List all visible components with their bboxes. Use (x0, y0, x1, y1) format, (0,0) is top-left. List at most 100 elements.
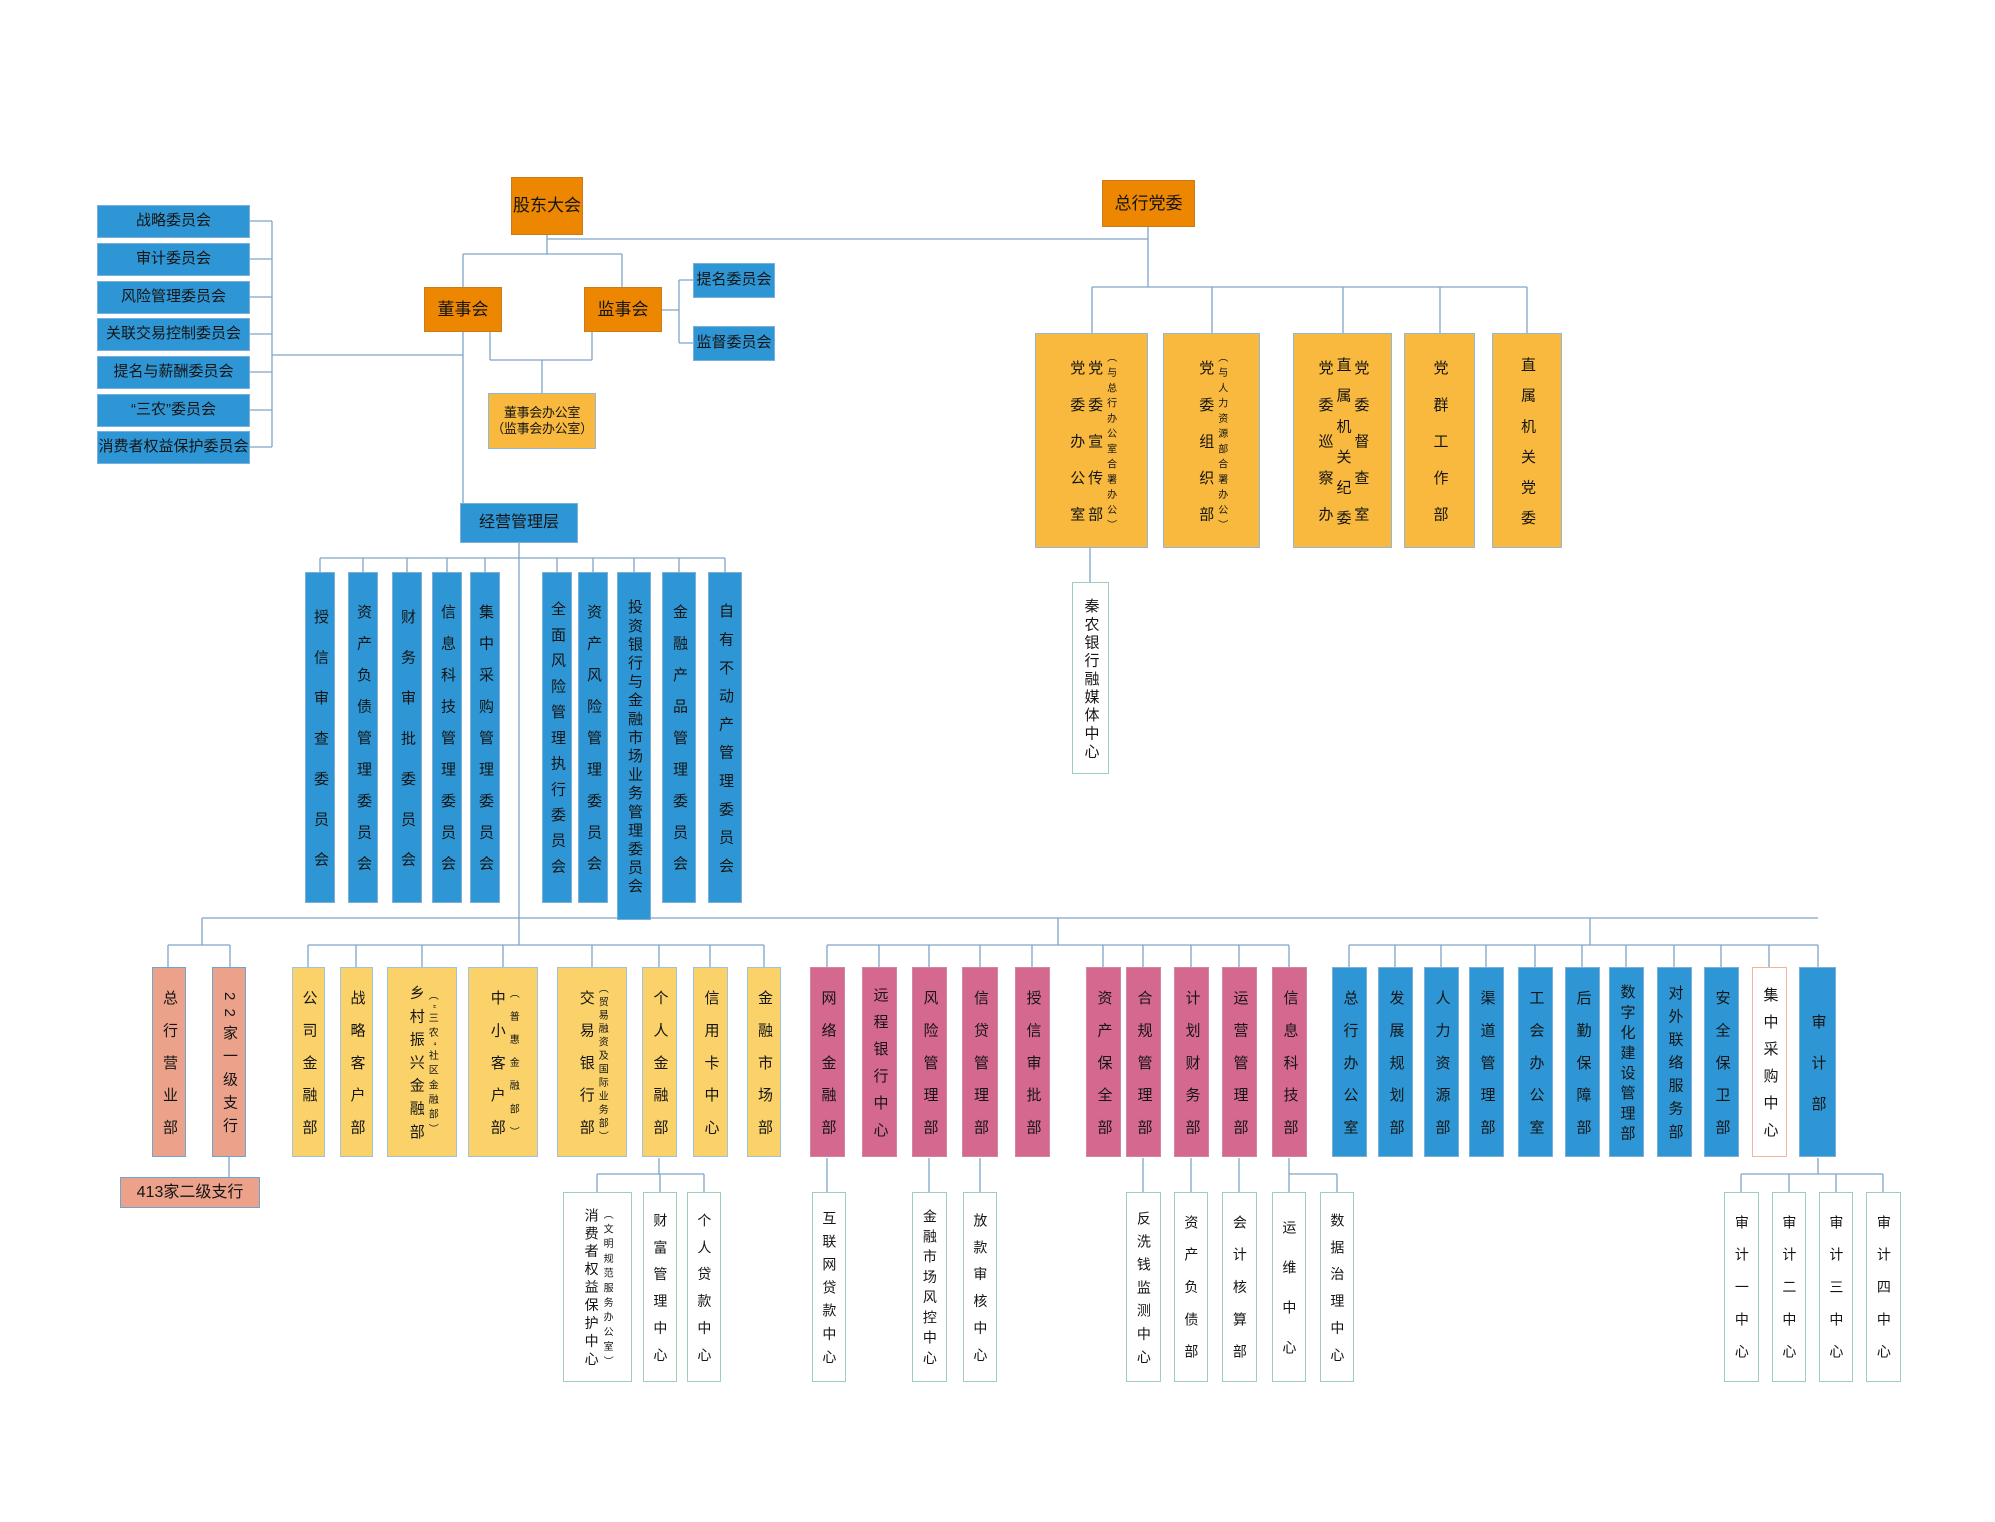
nomination-label: 提名委员会 (696, 271, 772, 289)
mc3: 财务审批委员会 (392, 572, 422, 903)
media-center-label: 秦农银行融媒体中心 (1082, 597, 1100, 762)
board-office-label: 董事会办公室 (503, 404, 581, 420)
management-label: 经营管理层 (478, 514, 559, 531)
credit-card: 信用卡中心 (693, 967, 728, 1157)
strategy-cmt: 战略委员会 (97, 205, 250, 238)
alm-dept-label: 资产负债部 (1183, 1215, 1200, 1377)
logistics: 后勤保障部 (1565, 967, 1600, 1157)
remote-banking: 远程银行中心 (862, 967, 897, 1157)
audit-center-1-label: 审计一中心 (1733, 1215, 1750, 1377)
mc6: 全面风险管理执行委员会 (542, 572, 572, 903)
consumer-cmt-label: 消费者权益保护委员会 (98, 438, 249, 456)
transaction-bank: （贸易融资及国际业务部）交易银行部 (557, 967, 627, 1157)
operations-label: 运营管理部 (1231, 989, 1249, 1152)
party-committee: 总行党委 (1102, 180, 1195, 227)
data-governance-center-label: 数据治理中心 (1329, 1212, 1346, 1375)
p4: 党群工作部 (1404, 333, 1475, 548)
board-office: 董事会办公室（监事会办公室） (488, 393, 596, 449)
p1-label-0: （与总行办公室合署办公） (1104, 351, 1116, 535)
mc7-label: 资产风险管理委员会 (584, 604, 602, 888)
audit-center-3: 审计三中心 (1819, 1192, 1853, 1382)
external-liaison: 对外联络服务部 (1657, 967, 1692, 1157)
aml-center: 反洗钱监测中心 (1126, 1192, 1161, 1382)
personal-finance: 个人金融部 (642, 967, 677, 1157)
supervisory-label: 监事会 (597, 299, 649, 319)
strategy-cmt-label: 战略委员会 (135, 212, 211, 230)
transaction-bank-label-1: 交易银行部 (577, 989, 595, 1152)
audit-dept: 审计部 (1799, 967, 1836, 1157)
financial-markets-label: 金融市场部 (755, 989, 773, 1152)
audit-dept-label: 审计部 (1809, 1013, 1827, 1137)
union-office-label: 工会办公室 (1527, 989, 1545, 1152)
financial-markets: 金融市场部 (747, 967, 781, 1157)
oversight: 监督委员会 (693, 326, 775, 361)
security-label: 安全保卫部 (1713, 989, 1731, 1152)
p1: （与总行办公室合署办公）党委宣传部党委办公室 (1035, 333, 1148, 548)
asset-preservation: 资产保全部 (1086, 967, 1121, 1157)
asset-preservation-label: 资产保全部 (1095, 989, 1113, 1152)
mc3-label: 财务审批委员会 (398, 608, 416, 892)
credit-mgmt: 信贷管理部 (962, 967, 998, 1157)
party-committee-label: 总行党委 (1114, 193, 1183, 213)
branches-l2: 413家二级支行 (120, 1177, 260, 1208)
shareholders: 股东大会 (511, 177, 583, 235)
branches-l2-label: 413家二级支行 (136, 1183, 244, 1201)
p3-label-2: 党委巡察办 (1316, 359, 1334, 543)
personal-finance-label: 个人金融部 (651, 989, 669, 1152)
external-liaison-label: 对外联络服务部 (1666, 985, 1684, 1147)
development-planning-label: 发展规划部 (1387, 989, 1405, 1152)
mc4-label: 信息科技管理委员会 (438, 604, 456, 888)
strategic-clients-label: 战略客户部 (348, 989, 366, 1152)
it-dept-label: 信息科技部 (1281, 989, 1299, 1152)
mc1: 授信审查委员会 (305, 572, 335, 903)
risk-mgmt: 风险管理部 (912, 967, 947, 1157)
p1-label-2: 党委办公室 (1068, 359, 1086, 543)
p3-label-1: 直属机关纪委 (1334, 356, 1352, 540)
wealth-center: 财富管理中心 (643, 1192, 677, 1382)
nompay-cmt-label: 提名与薪酬委员会 (113, 363, 234, 381)
channel-mgmt: 渠道管理部 (1469, 967, 1504, 1157)
wealth-center-label: 财富管理中心 (652, 1212, 669, 1375)
logistics-label: 后勤保障部 (1574, 989, 1592, 1152)
media-center: 秦农银行融媒体中心 (1072, 582, 1109, 774)
fm-risk-center: 金融市场风控中心 (912, 1192, 947, 1382)
credit-approval: 授信审批部 (1015, 967, 1050, 1157)
mc9: 金融产品管理委员会 (662, 572, 696, 903)
data-governance-center: 数据治理中心 (1320, 1192, 1354, 1382)
accounting-dept: 会计核算部 (1222, 1192, 1257, 1382)
sannong-cmt-label: “三农”委员会 (131, 401, 216, 419)
personal-loan-center-label: 个人贷款中心 (696, 1212, 713, 1375)
fm-risk-center-label: 金融市场风控中心 (921, 1209, 938, 1371)
mc2-label: 资产负债管理委员会 (354, 604, 372, 888)
mc8-label: 投资银行与金融市场业务管理委员会 (625, 599, 643, 897)
mc8: 投资银行与金融市场业务管理委员会 (617, 572, 651, 920)
sme: （普惠金融部）中小客户部 (468, 967, 538, 1157)
digitalization: 数字化建设管理部 (1609, 967, 1644, 1157)
consumer-center: （文明规范服务办公室）消费者权益保护中心 (563, 1192, 632, 1382)
rural-label-1: 乡村振兴金融部 (407, 985, 425, 1147)
oversight-label: 监督委员会 (696, 334, 772, 352)
audit-center-3-label: 审计三中心 (1828, 1215, 1845, 1377)
p3-label-0: 党委督查室 (1352, 359, 1370, 543)
development-planning: 发展规划部 (1378, 967, 1413, 1157)
risk-cmt: 风险管理委员会 (97, 281, 250, 314)
corp-finance: 公司金融部 (292, 967, 325, 1157)
it-dept: 信息科技部 (1272, 967, 1307, 1157)
hr: 人力资源部 (1424, 967, 1459, 1157)
mc6-label: 全面风险管理执行委员会 (548, 601, 566, 885)
p2-label-1: 党委组织部 (1197, 359, 1215, 543)
hq-business-label: 总行营业部 (160, 989, 178, 1152)
mc5-label: 集中采购管理委员会 (476, 604, 494, 888)
p2: （与人力资源部合署办公）党委组织部 (1163, 333, 1260, 548)
accounting-dept-label: 会计核算部 (1231, 1215, 1248, 1377)
procurement-center: 集中采购中心 (1752, 967, 1787, 1157)
remote-banking-label: 远程银行中心 (871, 987, 889, 1149)
ops-center-label: 运维中心 (1281, 1220, 1298, 1380)
planning-finance-label: 计划财务部 (1183, 989, 1201, 1152)
sme-label-1: 中小客户部 (488, 989, 506, 1152)
audit-center-1: 审计一中心 (1724, 1192, 1759, 1382)
sannong-cmt: “三农”委员会 (97, 394, 250, 427)
consumer-center-label-1: 消费者权益保护中心 (583, 1208, 600, 1370)
compliance-label: 合规管理部 (1135, 989, 1153, 1152)
